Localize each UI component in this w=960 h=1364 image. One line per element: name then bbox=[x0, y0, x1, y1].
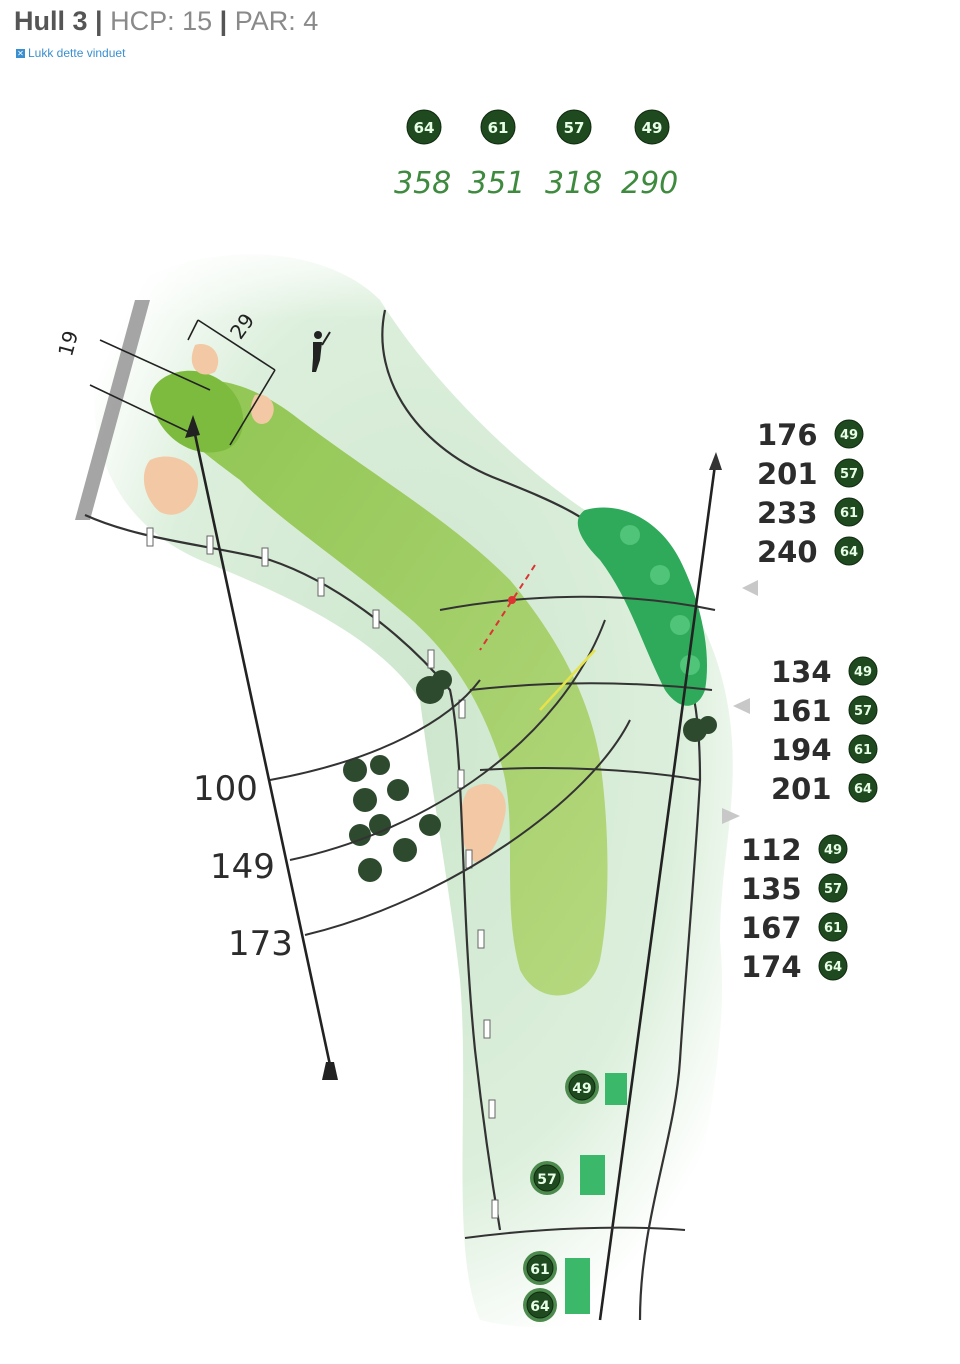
raised-green-strip bbox=[577, 507, 708, 706]
distance-value: 167 bbox=[741, 911, 802, 945]
tee-badge: 61 bbox=[480, 109, 516, 145]
header-separator: | bbox=[95, 6, 103, 36]
svg-text:49: 49 bbox=[642, 119, 663, 137]
distance-value: 201 bbox=[757, 457, 818, 491]
tee-box-badge: 57 bbox=[530, 1161, 564, 1195]
svg-text:64: 64 bbox=[530, 1299, 550, 1315]
tee-box-badge: 61 bbox=[523, 1251, 557, 1285]
distance-group: 134 49 161 57 194 61 201 64 bbox=[771, 655, 878, 806]
hole-par: PAR: 4 bbox=[234, 6, 319, 36]
distance-value: 174 bbox=[741, 950, 802, 984]
close-window-link[interactable]: ✕Lukk dette vinduet bbox=[16, 46, 125, 60]
rough-area bbox=[94, 254, 733, 1328]
tee-box bbox=[605, 1073, 627, 1105]
arc-label-149: 149 bbox=[210, 847, 275, 887]
trees bbox=[343, 670, 717, 882]
tee-badge: 64 bbox=[406, 109, 442, 145]
tee-badge: 49 bbox=[848, 656, 878, 686]
svg-text:61: 61 bbox=[854, 743, 872, 758]
svg-text:64: 64 bbox=[824, 960, 842, 975]
distance-value: 176 bbox=[757, 418, 818, 452]
distance-value: 161 bbox=[771, 694, 832, 728]
golfer-icon bbox=[312, 331, 331, 372]
tee-badge: 57 bbox=[556, 109, 592, 145]
pointer-icon bbox=[742, 580, 758, 596]
tee-length: 318 bbox=[545, 166, 602, 201]
tee-badge: 61 bbox=[834, 497, 864, 527]
tee-box-badge: 64 bbox=[523, 1288, 557, 1322]
pointer-icon bbox=[722, 808, 740, 824]
green-dimension bbox=[89, 319, 276, 446]
svg-text:64: 64 bbox=[414, 119, 435, 137]
svg-text:61: 61 bbox=[840, 506, 858, 521]
distance-value: 135 bbox=[741, 872, 802, 906]
tee-length: 351 bbox=[468, 166, 525, 201]
svg-text:49: 49 bbox=[824, 843, 842, 858]
play-line bbox=[191, 424, 717, 1321]
svg-text:61: 61 bbox=[488, 119, 509, 137]
svg-text:57: 57 bbox=[564, 119, 585, 137]
tee-badge: 57 bbox=[834, 458, 864, 488]
close-window-label: Lukk dette vinduet bbox=[28, 46, 126, 60]
tee-badge: 49 bbox=[634, 109, 670, 145]
header-separator: | bbox=[219, 6, 228, 36]
tee-badge: 57 bbox=[848, 695, 878, 725]
tee-box-badge: 49 bbox=[565, 1070, 599, 1104]
tee-badge: 49 bbox=[818, 834, 848, 864]
tee-badge: 64 bbox=[848, 773, 878, 803]
svg-text:49: 49 bbox=[840, 428, 858, 443]
svg-text:57: 57 bbox=[824, 882, 842, 897]
distance-group: 112 49 135 57 167 61 174 64 bbox=[741, 833, 848, 984]
svg-text:57: 57 bbox=[537, 1172, 556, 1188]
tee-badge: 57 bbox=[818, 873, 848, 903]
tee-badge: 64 bbox=[834, 536, 864, 566]
distance-value: 233 bbox=[757, 496, 818, 530]
svg-text:49: 49 bbox=[572, 1081, 591, 1097]
distance-value: 112 bbox=[741, 833, 802, 867]
bunker bbox=[460, 784, 506, 862]
arc-label-173: 173 bbox=[228, 924, 293, 964]
tee-length: 290 bbox=[621, 166, 678, 201]
bunker bbox=[143, 456, 199, 515]
svg-text:64: 64 bbox=[840, 545, 858, 560]
tee-badge: 61 bbox=[848, 734, 878, 764]
bunker bbox=[191, 344, 219, 375]
tee-length: 358 bbox=[394, 166, 451, 201]
tee-badge: 64 bbox=[818, 951, 848, 981]
svg-text:61: 61 bbox=[530, 1262, 549, 1278]
hole-number: Hull 3 bbox=[14, 6, 88, 36]
svg-text:57: 57 bbox=[854, 704, 872, 719]
svg-text:49: 49 bbox=[854, 665, 872, 680]
distance-group: 176 49 201 57 233 61 240 64 bbox=[757, 418, 864, 569]
distance-value: 240 bbox=[757, 535, 818, 569]
tee-badge: 61 bbox=[818, 912, 848, 942]
svg-text:64: 64 bbox=[854, 782, 872, 797]
pointer-icon bbox=[733, 698, 750, 714]
tee-box bbox=[580, 1155, 605, 1195]
tee-box bbox=[565, 1258, 590, 1314]
close-icon: ✕ bbox=[16, 49, 25, 58]
putting-green bbox=[150, 370, 244, 453]
hole-hcp: HCP: 15 bbox=[110, 6, 213, 36]
distance-value: 134 bbox=[771, 655, 832, 689]
svg-text:61: 61 bbox=[824, 921, 842, 936]
hole-header: Hull 3 | HCP: 15 | PAR: 4 bbox=[14, 6, 318, 37]
arc-label-100: 100 bbox=[193, 769, 258, 809]
distance-value: 194 bbox=[771, 733, 832, 767]
distance-value: 201 bbox=[771, 772, 832, 806]
svg-text:57: 57 bbox=[840, 467, 858, 482]
green-width-label: 19 bbox=[53, 328, 83, 359]
tee-badge: 49 bbox=[834, 419, 864, 449]
